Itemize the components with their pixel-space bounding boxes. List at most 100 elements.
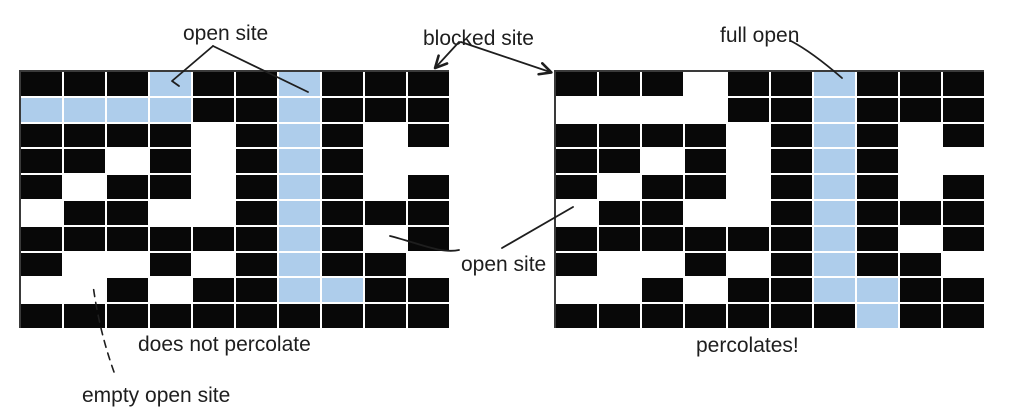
grid-cell-blocked [64, 72, 105, 96]
grid-cell-full [279, 97, 320, 122]
grid-cell-blocked [556, 304, 597, 328]
grid-cell-blocked [193, 72, 234, 96]
grid-cell-blocked [943, 278, 984, 303]
grid-cell-blocked [857, 200, 898, 225]
grid-cell-blocked [150, 226, 191, 251]
grid-cell-blocked [728, 278, 769, 303]
grid-cell-blocked [64, 149, 105, 174]
grid-cell-full [279, 226, 320, 251]
grid-cell-full [279, 149, 320, 174]
grid-cell-blocked [279, 304, 320, 328]
grid-cell-blocked [408, 304, 449, 328]
grid-cell-blocked [236, 278, 277, 303]
grid-cell-blocked [599, 72, 640, 96]
grid-cell-open [193, 200, 234, 225]
grid-cell-blocked [857, 149, 898, 174]
grid-cell-blocked [21, 175, 62, 199]
grid-cell-blocked [107, 200, 148, 225]
grid-cell-blocked [642, 304, 683, 328]
grid-cell-full [21, 97, 62, 122]
open-site-top-label: open site [183, 22, 269, 45]
grid-cell-blocked [685, 252, 726, 277]
grid-cell-blocked [322, 175, 363, 199]
grid-cell-open [685, 97, 726, 122]
grid-cell-blocked [365, 304, 406, 328]
grid-cell-blocked [107, 226, 148, 251]
grid-cell-open [408, 252, 449, 277]
grid-cell-blocked [900, 278, 941, 303]
grid-cell-blocked [943, 304, 984, 328]
grid-cell-blocked [322, 304, 363, 328]
grid-cell-blocked [150, 252, 191, 277]
grid-cell-blocked [193, 278, 234, 303]
grid-cell-open [685, 72, 726, 96]
grid-cell-blocked [857, 175, 898, 199]
grid-cell-blocked [857, 252, 898, 277]
grid-cell-blocked [900, 252, 941, 277]
grid-cell-open [64, 252, 105, 277]
grid-cell-open [900, 175, 941, 199]
grid-cell-blocked [943, 123, 984, 148]
grid-cell-open [728, 252, 769, 277]
grid-cell-open [64, 278, 105, 303]
grid-cell-blocked [236, 304, 277, 328]
grid-cell-blocked [236, 226, 277, 251]
grid-cell-open [193, 123, 234, 148]
grid-cell-open [900, 123, 941, 148]
grid-cell-open [365, 123, 406, 148]
grid-cell-blocked [771, 278, 812, 303]
grid-cell-open [685, 200, 726, 225]
grid-cell-blocked [943, 97, 984, 122]
grid-cell-blocked [107, 72, 148, 96]
grid-cell-open [943, 149, 984, 174]
grid-cell-blocked [107, 175, 148, 199]
grid-cell-blocked [107, 123, 148, 148]
grid-cell-blocked [857, 72, 898, 96]
grid-cell-open [900, 149, 941, 174]
grid-cell-open [150, 278, 191, 303]
grid-cell-blocked [642, 226, 683, 251]
grid-cell-blocked [642, 72, 683, 96]
grid-cell-blocked [107, 304, 148, 328]
grid-cell-blocked [322, 149, 363, 174]
grid-cell-blocked [728, 226, 769, 251]
grid-cell-blocked [150, 175, 191, 199]
open-site-middle-label: open site [461, 253, 547, 276]
grid-cell-full [814, 97, 855, 122]
grid-cell-open [599, 97, 640, 122]
grid-cell-full [150, 97, 191, 122]
grid-cell-blocked [556, 123, 597, 148]
grid-cell-blocked [857, 226, 898, 251]
grid-cell-open [365, 149, 406, 174]
grid-cell-blocked [365, 97, 406, 122]
grid-cell-blocked [408, 226, 449, 251]
grid-cell-blocked [900, 97, 941, 122]
grid-cell-blocked [150, 123, 191, 148]
grid-cell-full [857, 278, 898, 303]
grid-cell-blocked [642, 278, 683, 303]
empty-open-site-label: empty open site [82, 384, 231, 407]
grid-cell-blocked [21, 123, 62, 148]
right-grid-caption: percolates! [696, 334, 799, 357]
grid-cell-blocked [771, 123, 812, 148]
grid-cell-open [365, 226, 406, 251]
grid-cell-blocked [771, 175, 812, 199]
grid-cell-blocked [150, 304, 191, 328]
grid-cell-blocked [556, 175, 597, 199]
grid-cell-open [107, 149, 148, 174]
grid-cell-blocked [236, 72, 277, 96]
grid-cell-blocked [728, 72, 769, 96]
grid-cell-blocked [556, 72, 597, 96]
right-grid [554, 70, 984, 328]
grid-cell-open [599, 278, 640, 303]
grid-cell-blocked [943, 226, 984, 251]
grid-cell-blocked [64, 200, 105, 225]
grid-cell-blocked [728, 97, 769, 122]
grid-cell-blocked [642, 123, 683, 148]
grid-cell-open [107, 252, 148, 277]
grid-cell-blocked [771, 97, 812, 122]
grid-cell-open [64, 175, 105, 199]
grid-cell-open [599, 252, 640, 277]
grid-cell-blocked [771, 252, 812, 277]
